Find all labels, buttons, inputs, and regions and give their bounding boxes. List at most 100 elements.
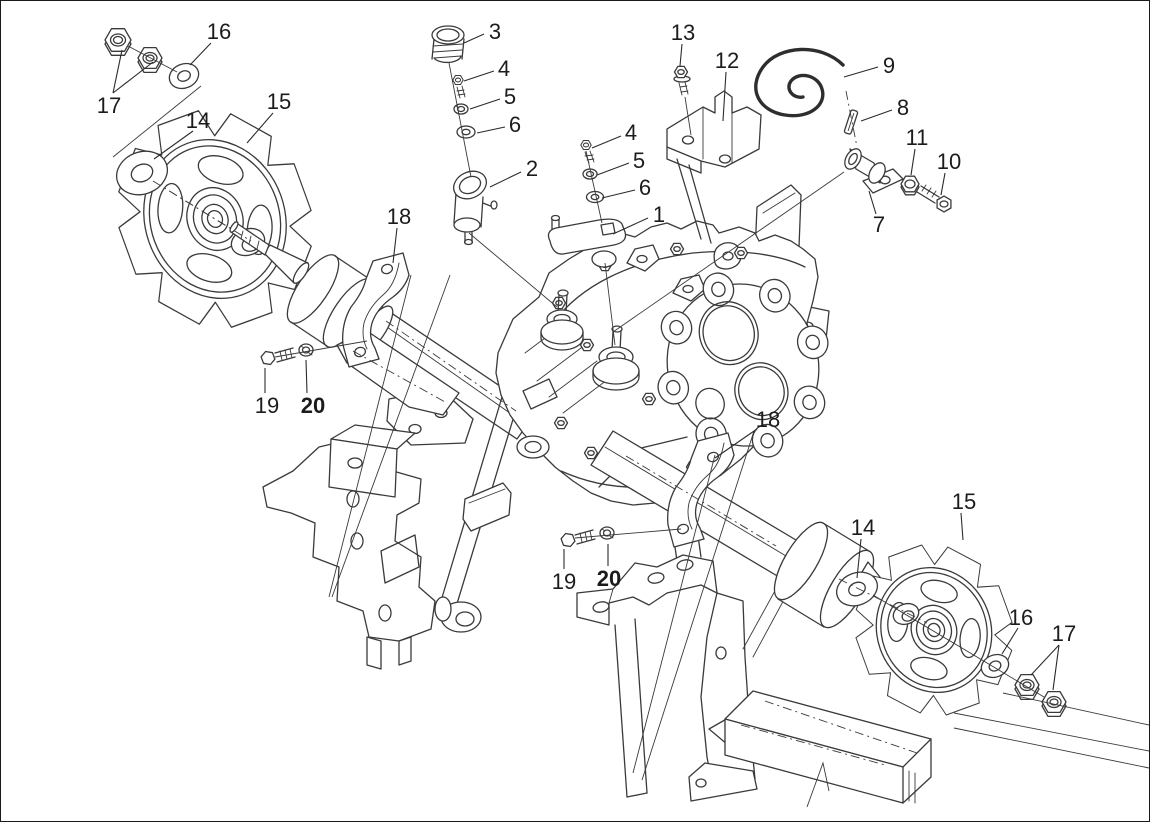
control-shaft-post-right [592,325,640,391]
frame-bracket-left [262,330,522,670]
spring-wire-9 [754,47,845,118]
construction-line [604,262,616,346]
callout-6: 6 [601,175,651,200]
leader-line [856,538,862,579]
callout-label: 5 [504,84,516,109]
callout-label: 6 [509,112,521,137]
callout-label: 4 [498,56,510,81]
leader-line [612,217,649,235]
callout-20: 20 [301,359,325,418]
leader-line [463,70,495,82]
leader-line [960,512,964,541]
shim-plate-small [462,482,512,532]
leader-line [601,189,636,199]
construction-line [953,727,1149,769]
callout-label: 17 [1052,621,1076,646]
construction-line [448,62,472,178]
callout-15: 15 [246,89,291,144]
callout-label: 1 [653,202,665,227]
callout-3: 3 [463,19,501,44]
callout-7: 7 [868,190,885,237]
construction-line [331,274,451,598]
callout-6: 6 [476,112,521,137]
callout-label: 2 [526,156,538,181]
screw-4-a [452,74,466,99]
oil-plug-3 [431,25,465,64]
callout-label: 19 [552,569,576,594]
construction-line [632,454,716,774]
callout-label: 8 [897,95,909,120]
bolt-10 [916,184,952,213]
construction-line [468,232,558,308]
callout-label: 18 [387,204,411,229]
leader-line [860,109,893,122]
callout-label: 16 [207,19,231,44]
callout-19: 19 [255,368,279,418]
callout-2: 2 [489,156,538,188]
lever-1 [547,214,627,268]
callout-label: 3 [489,19,501,44]
callout-10: 10 [937,149,961,196]
callout-16: 16 [189,19,231,66]
construction-line [574,528,682,539]
callout-label: 20 [597,566,621,591]
construction-line [127,45,178,73]
callout-18: 18 [387,204,411,264]
housing-flange [629,247,856,484]
nut-17-left-a [104,28,132,56]
callout-15: 15 [952,489,976,541]
bracket-12 [666,90,762,244]
callout-label: 13 [671,20,695,45]
construction-line [953,712,1149,752]
leader-line [469,98,501,110]
callout-label: 6 [639,175,651,200]
callout-label: 14 [851,515,875,540]
leader-line [1030,644,1060,676]
lock-washer-20-left [298,343,314,357]
callout-label: 14 [186,108,210,133]
roll-pin-8 [843,109,859,135]
lock-washer-20-right [599,526,615,540]
centerline [838,578,928,624]
axle-clamp-right [667,432,735,548]
leader-line [679,43,683,67]
callout-label: 5 [633,148,645,173]
washer-16-left [168,62,200,90]
bolt-13 [673,65,691,96]
callout-4: 4 [463,56,510,82]
leader-line [112,61,154,94]
construction-line [585,150,603,224]
callout-19: 19 [552,549,576,594]
callout-12: 12 [715,48,739,122]
callout-label: 19 [255,393,279,418]
callout-17: 17 [1030,621,1076,691]
leader-line [714,428,758,459]
washer-14-right [835,571,879,607]
leader-line [392,227,398,264]
callout-label: 10 [937,149,961,174]
lever-2 [452,170,498,246]
callout-label: 11 [906,125,929,150]
centerline [740,724,886,766]
axle-clamp-left [342,252,410,368]
callout-4: 4 [591,120,637,149]
construction-line [112,85,202,158]
bolt-19-right [560,529,596,548]
centerline [764,700,918,754]
leader-line [305,359,308,394]
construction-line [274,340,368,358]
leader-line [489,171,522,188]
leader-line [843,66,879,78]
washer-6-a [456,125,476,139]
callout-8: 8 [860,95,909,122]
construction-line [612,171,845,333]
construction-line [641,430,755,781]
construction-line [872,594,1045,698]
callout-label: 20 [301,393,325,418]
callout-5: 5 [596,148,645,176]
callout-label: 15 [952,489,976,514]
callout-14: 14 [851,515,875,579]
callout-label: 12 [715,48,739,73]
construction-line-layer [112,45,1149,781]
